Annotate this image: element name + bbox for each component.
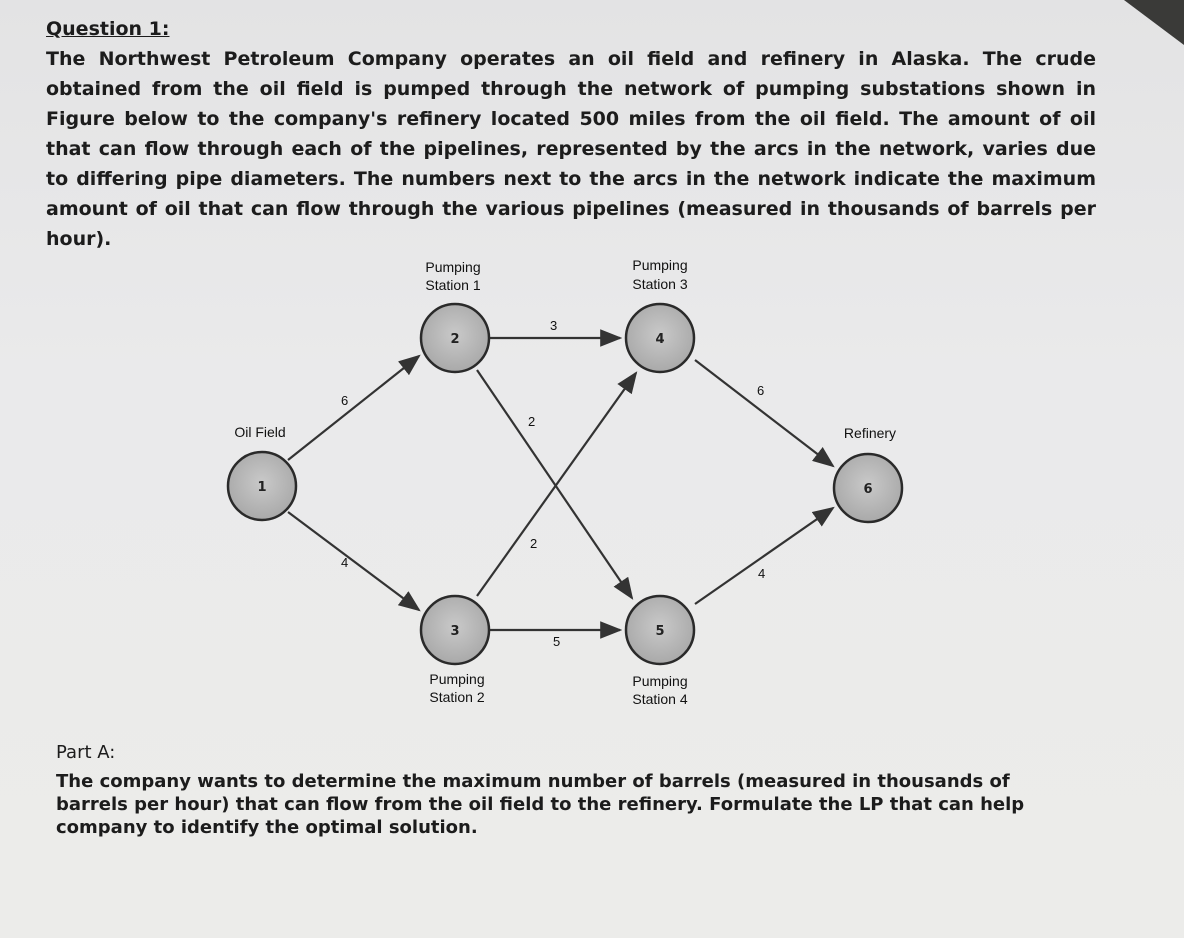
- arc-5-6: [694, 506, 835, 605]
- node-label-station-4-line1: Pumping: [632, 673, 687, 689]
- node-number: 2: [450, 332, 459, 347]
- node-number: 4: [655, 332, 664, 347]
- arc-1-3: [287, 511, 421, 612]
- part-a-title: Part A:: [56, 742, 116, 763]
- node-label-oil-field: Oil Field: [234, 424, 285, 440]
- pipeline-network-diagram: 6 4 3 2 2 5 6 4 1 Oil Field 2 Pumping St…: [226, 257, 904, 707]
- node-number: 3: [450, 624, 459, 639]
- node-label-station-2-line2: Station 2: [429, 689, 484, 705]
- arc-4-6: [694, 359, 835, 468]
- arc-2-5: [476, 369, 634, 600]
- question-title: Question 1:: [46, 18, 170, 40]
- question-paragraph: The Northwest Petroleum Company operates…: [46, 48, 1096, 250]
- part-a-text: The company wants to determine the maxim…: [56, 771, 1025, 838]
- node-label-station-4-line2: Station 4: [632, 691, 687, 707]
- capacity-4-6: 6: [757, 383, 764, 398]
- node-label-refinery: Refinery: [844, 425, 896, 441]
- capacity-2-5: 2: [528, 414, 535, 429]
- node-number: 1: [257, 480, 266, 495]
- arc-3-4: [476, 371, 638, 597]
- node-pumping-station-2: 3: [419, 594, 491, 666]
- node-label-station-2-line1: Pumping: [429, 671, 484, 687]
- node-refinery: 6: [832, 452, 904, 524]
- node-label-station-3-line2: Station 3: [632, 276, 687, 292]
- node-number: 5: [655, 624, 664, 639]
- node-pumping-station-4: 5: [624, 594, 696, 666]
- node-pumping-station-3: 4: [624, 302, 696, 374]
- node-number: 6: [863, 482, 872, 497]
- capacity-2-4: 3: [550, 318, 557, 333]
- node-label-station-1-line2: Station 1: [425, 277, 480, 293]
- node-oil-field: 1: [226, 450, 298, 522]
- node-label-station-1-line1: Pumping: [425, 259, 480, 275]
- capacity-1-2: 6: [341, 393, 348, 408]
- capacity-1-3: 4: [341, 555, 348, 570]
- node-pumping-station-1: 2: [419, 302, 491, 374]
- node-label-station-3-line1: Pumping: [632, 257, 687, 273]
- arc-1-2: [287, 354, 421, 461]
- capacity-5-6: 4: [758, 566, 765, 581]
- capacity-3-4: 2: [530, 536, 537, 551]
- background-corner: [1124, 0, 1184, 45]
- capacity-3-5: 5: [553, 634, 560, 649]
